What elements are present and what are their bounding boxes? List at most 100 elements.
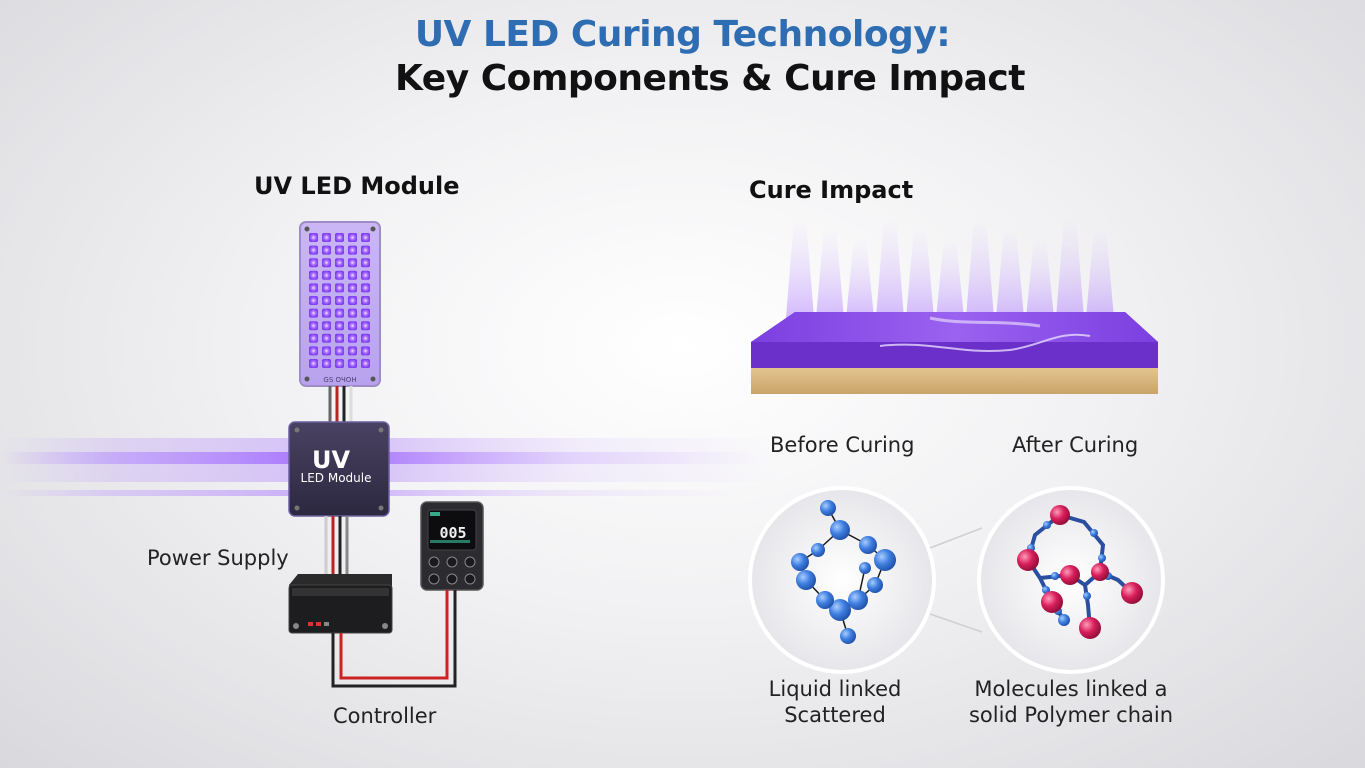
led-cell xyxy=(348,270,357,280)
uv-ray xyxy=(906,228,934,318)
led-cell xyxy=(348,333,357,343)
led-cell xyxy=(309,233,318,242)
uv-ray xyxy=(786,218,814,318)
uv-ray xyxy=(1026,238,1054,318)
led-cell xyxy=(322,270,331,280)
connector-line-bottom xyxy=(929,613,983,633)
led-cell xyxy=(335,296,344,305)
led-cell xyxy=(309,346,318,356)
before-caption-line-2: Scattered xyxy=(784,703,886,727)
led-cell xyxy=(361,346,370,356)
after-caption-line-2: solid Polymer chain xyxy=(968,703,1174,727)
led-cell xyxy=(348,245,357,255)
led-cell xyxy=(361,333,370,343)
led-cell xyxy=(335,233,344,242)
controller-cable xyxy=(331,590,457,688)
cured-substrate xyxy=(751,312,1158,394)
led-cell xyxy=(335,346,344,356)
before-curing-circle xyxy=(748,486,936,674)
led-cell xyxy=(322,333,331,343)
uv-led-module-heading: UV LED Module xyxy=(254,172,460,200)
led-cell xyxy=(322,321,331,331)
before-caption-line-1: Liquid linked xyxy=(768,677,902,701)
led-cell xyxy=(361,258,370,268)
uv-ray xyxy=(816,228,844,318)
led-cell xyxy=(335,333,344,343)
controller-unit xyxy=(420,501,484,591)
led-cell xyxy=(361,321,370,331)
uv-light-beam xyxy=(0,438,780,496)
led-cell xyxy=(348,308,357,318)
panel-label: GS ОЧОН xyxy=(323,376,356,384)
led-cell xyxy=(322,296,331,305)
led-cell xyxy=(322,283,331,293)
led-cell xyxy=(335,321,344,331)
led-cell xyxy=(309,359,318,368)
led-cell xyxy=(335,245,344,255)
led-cell xyxy=(348,258,357,268)
led-cell xyxy=(335,270,344,280)
polymer-chain-atoms xyxy=(1017,505,1143,639)
before-curing-caption: Liquid linked Scattered xyxy=(760,676,910,728)
supply-wires xyxy=(324,516,349,576)
led-cell xyxy=(322,359,331,368)
led-cell xyxy=(322,245,331,255)
led-array xyxy=(309,233,370,368)
controller-label: Controller xyxy=(333,704,437,728)
led-cell xyxy=(348,359,357,368)
led-cell xyxy=(361,270,370,280)
uv-ray xyxy=(1056,218,1084,318)
led-cell xyxy=(361,359,370,368)
title-line-2: Key Components & Cure Impact xyxy=(395,58,1025,99)
led-cell xyxy=(335,258,344,268)
led-cell xyxy=(309,283,318,293)
uv-ray xyxy=(846,238,874,318)
liquid-molecule-atoms xyxy=(791,500,896,644)
led-cell xyxy=(335,283,344,293)
uv-ray xyxy=(936,238,964,318)
led-cell xyxy=(322,233,331,242)
cure-impact-heading: Cure Impact xyxy=(749,176,914,204)
power-supply-label: Power Supply xyxy=(147,546,289,570)
module-box-subtitle: LED Module xyxy=(300,471,372,485)
led-cell xyxy=(322,308,331,318)
uv-led-panel xyxy=(299,221,381,387)
led-cell xyxy=(348,346,357,356)
led-cell xyxy=(309,308,318,318)
led-cell xyxy=(322,258,331,268)
led-cell xyxy=(309,333,318,343)
panel-wires xyxy=(328,386,353,422)
led-cell xyxy=(348,283,357,293)
led-cell xyxy=(348,321,357,331)
led-cell xyxy=(335,359,344,368)
led-cell xyxy=(361,283,370,293)
module-box-title: UV xyxy=(311,446,351,474)
title-line-1: UV LED Curing Technology: xyxy=(414,14,951,55)
after-curing-caption: Molecules linked a solid Polymer chain xyxy=(966,676,1176,728)
led-cell xyxy=(309,321,318,331)
connector-line-top xyxy=(929,527,983,549)
controller-display: 005 xyxy=(439,524,466,542)
uv-ray xyxy=(1086,228,1114,318)
led-cell xyxy=(335,308,344,318)
led-cell xyxy=(309,245,318,255)
led-cell xyxy=(309,270,318,280)
led-cell xyxy=(348,296,357,305)
uv-rays xyxy=(786,218,1114,318)
led-cell xyxy=(348,233,357,242)
led-cell xyxy=(361,296,370,305)
led-cell xyxy=(361,245,370,255)
before-curing-label: Before Curing xyxy=(770,433,915,457)
led-cell xyxy=(309,296,318,305)
uv-ray xyxy=(876,218,904,318)
power-supply-unit xyxy=(288,574,393,634)
led-cell xyxy=(361,233,370,242)
led-cell xyxy=(361,308,370,318)
uv-ray xyxy=(996,228,1024,318)
led-cell xyxy=(322,346,331,356)
after-curing-label: After Curing xyxy=(1012,433,1139,457)
uv-ray xyxy=(966,218,994,318)
led-cell xyxy=(309,258,318,268)
after-caption-line-1: Molecules linked a xyxy=(974,677,1168,701)
